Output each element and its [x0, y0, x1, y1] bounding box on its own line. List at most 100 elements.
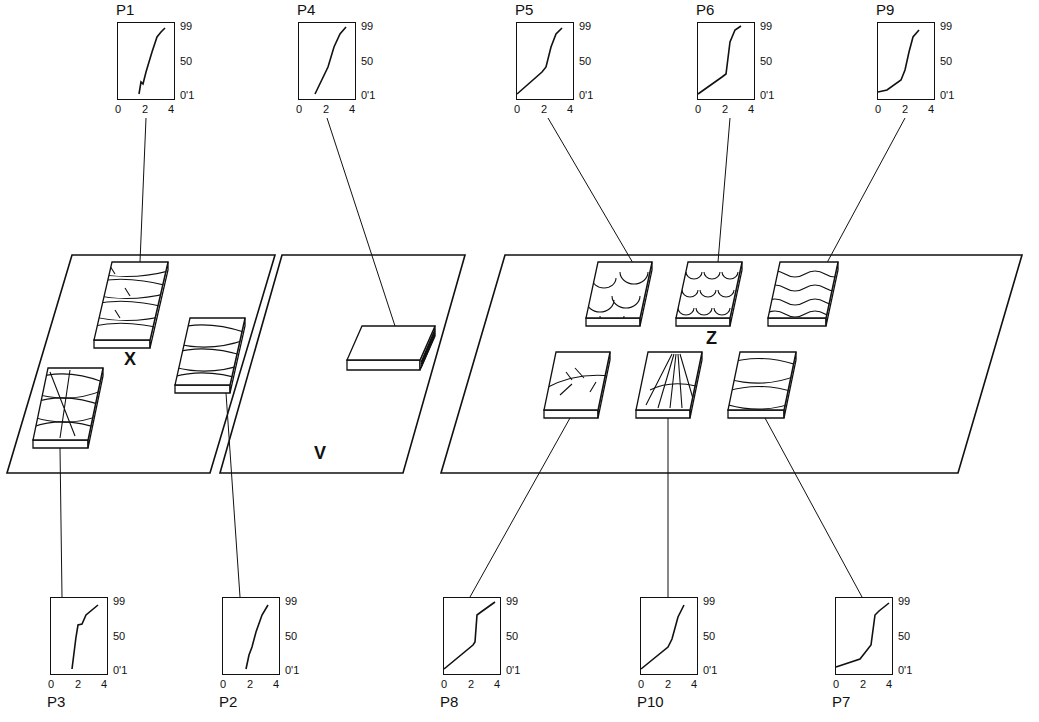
axis-tick-label: 0'1 [703, 665, 717, 676]
laminated-block [347, 326, 435, 370]
plot-title: P3 [47, 694, 65, 709]
axis-tick-label: 99 [113, 596, 125, 607]
facies-panel: V [210, 250, 470, 480]
axis-tick-label: 0 [296, 104, 302, 115]
probability-plot: P1099500'1024 [640, 597, 698, 675]
axis-tick-label: 99 [506, 596, 518, 607]
axis-tick-label: 0'1 [180, 90, 194, 101]
axis-tick-label: 0'1 [506, 665, 520, 676]
axis-tick-label: 0 [48, 679, 54, 690]
axis-tick-label: 4 [349, 104, 355, 115]
panel-outline [210, 250, 470, 480]
plot-title: P1 [116, 2, 134, 17]
axis-tick-label: 0'1 [760, 90, 774, 101]
axis-tick-label: 4 [567, 104, 573, 115]
facies-panel: X [0, 250, 290, 480]
scoop-block [676, 262, 742, 326]
axis-tick-label: 2 [468, 679, 474, 690]
trough-block [725, 352, 800, 418]
axis-tick-label: 2 [722, 104, 728, 115]
plot-title: P2 [219, 694, 237, 709]
plot-title: P10 [637, 694, 664, 709]
axis-tick-label: 2 [541, 104, 547, 115]
axis-tick-label: 2 [247, 679, 253, 690]
trough-block [30, 368, 108, 448]
cumulative-curves [72, 26, 919, 669]
axis-tick-label: 4 [273, 679, 279, 690]
probability-plot: P299500'1024 [222, 597, 280, 675]
axis-tick-label: 0'1 [898, 665, 912, 676]
axis-tick-label: 0'1 [361, 90, 375, 101]
axis-tick-label: 50 [898, 631, 910, 642]
panel-label: X [122, 350, 138, 368]
axis-tick-label: 0 [638, 679, 644, 690]
plot-title: P5 [515, 2, 533, 17]
axis-tick-label: 2 [75, 679, 81, 690]
axis-tick-label: 50 [180, 56, 192, 67]
axis-tick-label: 50 [940, 56, 952, 67]
axis-tick-label: 4 [101, 679, 107, 690]
wave-block [765, 262, 845, 326]
axis-tick-label: 99 [940, 21, 952, 32]
probability-plot: P699500'1024 [697, 22, 755, 100]
axis-tick-label: 99 [579, 21, 591, 32]
axis-tick-label: 2 [860, 679, 866, 690]
probability-plot: P599500'1024 [516, 22, 574, 100]
axis-tick-label: 99 [361, 21, 373, 32]
probability-plot: P499500'1024 [298, 22, 356, 100]
facies-panel: Z [436, 250, 1026, 480]
axis-tick-label: 99 [760, 21, 772, 32]
axis-tick-label: 0 [695, 104, 701, 115]
plot-title: P8 [440, 694, 458, 709]
axis-tick-label: 2 [323, 104, 329, 115]
plot-title: P7 [832, 694, 850, 709]
axis-tick-label: 0 [514, 104, 520, 115]
axis-tick-label: 0'1 [579, 90, 593, 101]
axis-tick-label: 4 [494, 679, 500, 690]
current-block [544, 352, 612, 418]
axis-tick-label: 4 [928, 104, 934, 115]
axis-tick-label: 2 [902, 104, 908, 115]
scoop-block [586, 262, 652, 326]
plot-title: P6 [696, 2, 714, 17]
axis-tick-label: 50 [579, 56, 591, 67]
axis-tick-label: 0 [220, 679, 226, 690]
axis-tick-label: 50 [285, 631, 297, 642]
axis-tick-label: 50 [506, 631, 518, 642]
axis-tick-label: 0'1 [285, 665, 299, 676]
panel-label: Z [704, 329, 719, 347]
axis-tick-label: 99 [898, 596, 910, 607]
axis-tick-label: 99 [703, 596, 715, 607]
probability-plot: P799500'1024 [835, 597, 893, 675]
axis-tick-label: 0'1 [940, 90, 954, 101]
axis-tick-label: 4 [886, 679, 892, 690]
probability-plot: P399500'1024 [50, 597, 108, 675]
axis-tick-label: 0 [875, 104, 881, 115]
axis-tick-label: 50 [760, 56, 772, 67]
axis-tick-label: 0'1 [113, 665, 127, 676]
axis-tick-label: 4 [691, 679, 697, 690]
axis-tick-label: 50 [703, 631, 715, 642]
panel-outline [436, 250, 1026, 480]
axis-tick-label: 50 [361, 56, 373, 67]
leader-lines [60, 118, 905, 597]
plot-title: P4 [297, 2, 315, 17]
axis-tick-label: 0 [441, 679, 447, 690]
axis-tick-label: 99 [285, 596, 297, 607]
panel-label: V [312, 444, 328, 462]
axis-tick-label: 99 [180, 21, 192, 32]
probability-plot: P199500'1024 [117, 22, 175, 100]
axis-tick-label: 0 [115, 104, 121, 115]
fan-block [636, 352, 702, 418]
axis-tick-label: 50 [113, 631, 125, 642]
axis-tick-label: 4 [168, 104, 174, 115]
probability-plot: P999500'1024 [877, 22, 935, 100]
axis-tick-label: 2 [665, 679, 671, 690]
probability-plot: P899500'1024 [443, 597, 501, 675]
panel-outline [0, 250, 290, 480]
trough-block [90, 262, 172, 348]
axis-tick-label: 4 [748, 104, 754, 115]
plot-title: P9 [876, 2, 894, 17]
axis-tick-label: 0 [833, 679, 839, 690]
